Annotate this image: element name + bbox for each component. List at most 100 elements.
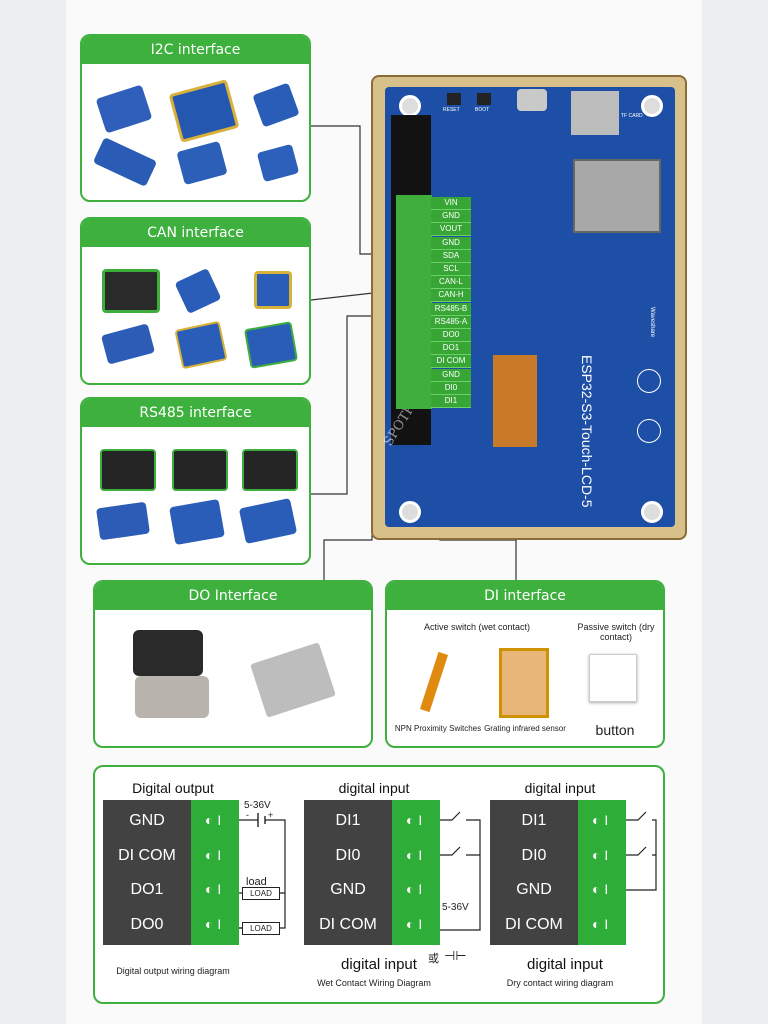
touch-circle (637, 419, 661, 443)
terminal-row-label: DI1 (521, 812, 547, 829)
load-box: LOAD (242, 922, 280, 935)
pin-label: VOUT (431, 223, 471, 237)
terminal-screw-icon: ◐ I (592, 846, 609, 863)
active-switch-label: Active switch (wet contact) (423, 622, 531, 632)
pin-label: DO1 (431, 342, 471, 356)
terminal-row-label: DI COM (505, 915, 563, 933)
terminal-strip (392, 800, 440, 945)
wire (440, 846, 480, 856)
do-card-title: DO Interface (95, 582, 371, 610)
pin-label: DI0 (431, 381, 471, 395)
terminal-row-label: DI0 (521, 846, 547, 864)
button-label: button (595, 722, 635, 738)
terminal-strip (191, 800, 239, 945)
esp32-board: RESET BOOT TF CARD ESP32-S3-Touch-LCD-5 … (371, 75, 687, 540)
or-label: 或 (428, 953, 439, 965)
solenoid-valve-image (133, 630, 203, 676)
terminal-row-label: GND (516, 881, 552, 898)
load-box: LOAD (242, 887, 280, 900)
pin-label: GND (431, 210, 471, 224)
mount-hole (641, 95, 663, 117)
i2c-card: I2C interface (80, 34, 311, 202)
terminal-screw-icon: ◐ I (406, 812, 423, 828)
tf-card-label: TF CARD (621, 113, 643, 119)
battery-glyph: ⊣⊢ (444, 948, 467, 963)
diagram-subtitle: digital input (527, 956, 603, 973)
module-image (242, 449, 298, 491)
pin-label: DI COM (431, 355, 471, 369)
diagram-title: digital input (338, 780, 410, 796)
reset-button[interactable] (447, 93, 461, 105)
terminal-screw-icon: ◐ I (592, 881, 609, 897)
di-card-title: DI interface (387, 582, 663, 610)
fpc-connector (493, 355, 537, 447)
terminal-row-label: DO1 (130, 881, 164, 898)
can-card-title: CAN interface (82, 219, 309, 247)
pin-label: RS485-B (431, 302, 471, 316)
module-image (254, 271, 292, 309)
terminal-row-label: DO0 (130, 915, 164, 933)
wire (626, 811, 657, 891)
terminal-screw-icon: ◐ I (205, 846, 222, 863)
module-image (100, 449, 156, 491)
pin-label: SCL (431, 263, 471, 276)
rs485-card: RS485 interface (80, 397, 311, 565)
terminal-row-label: DI COM (319, 915, 377, 933)
solenoid-valve-body (135, 676, 209, 718)
module-image (102, 269, 160, 313)
boot-button[interactable] (477, 93, 491, 105)
wire (626, 846, 656, 856)
diagram-title: Digital output (132, 780, 214, 796)
terminal-strip (578, 800, 626, 945)
terminal-screw-icon: ◐ I (205, 915, 222, 932)
grating-sensor-image (499, 648, 549, 718)
pin-label: CAN-L (431, 276, 471, 290)
wire (440, 811, 481, 931)
do-card: DO Interface (93, 580, 373, 748)
di-card: DI interface Active switch (wet contact)… (385, 580, 665, 748)
mount-hole (641, 501, 663, 523)
module-image (172, 449, 228, 491)
usb-c-port (517, 89, 547, 111)
diagram-subtitle: digital input (341, 956, 417, 973)
terminal-screw-icon: ◐ I (592, 915, 609, 932)
terminal-row-label: GND (330, 881, 366, 898)
light-switch-image (589, 654, 637, 702)
pin-label: CAN-H (431, 289, 471, 303)
terminal-screw-icon: ◐ I (592, 812, 609, 828)
pin-label: GND (431, 368, 471, 382)
pin-label: SDA (431, 249, 471, 263)
screw-terminal (396, 195, 432, 409)
pin-label: GND (431, 236, 471, 250)
rs485-card-title: RS485 interface (82, 399, 309, 427)
minus-label: - (246, 810, 249, 820)
diagram-caption: Dry contact wiring diagram (506, 978, 614, 988)
tf-card-slot (571, 91, 619, 135)
esp32-module (573, 159, 661, 233)
pin-label: VIN (431, 197, 471, 210)
boot-label: BOOT (475, 107, 490, 113)
wire (239, 819, 286, 929)
terminal-screw-icon: ◐ I (205, 881, 222, 897)
reset-label: RESET (443, 107, 460, 113)
load-text: load (246, 876, 267, 888)
pin-label: RS485-A (431, 315, 471, 329)
npn-switch-label: NPN Proximity Switches (394, 724, 482, 733)
can-card: CAN interface (80, 217, 311, 385)
terminal-row-label: GND (129, 812, 165, 829)
terminal-row-label: DI0 (335, 846, 361, 864)
terminal-screw-icon: ◐ I (406, 881, 423, 897)
terminal-screw-icon: ◐ I (406, 915, 423, 932)
pin-label: DI1 (431, 395, 471, 408)
terminal-row-label: DI COM (118, 846, 176, 864)
voltage-label: 5-36V (244, 800, 271, 811)
plus-label: + (268, 810, 274, 820)
terminal-screw-icon: ◐ I (406, 846, 423, 863)
touch-circle (637, 369, 661, 393)
i2c-card-title: I2C interface (82, 36, 309, 64)
